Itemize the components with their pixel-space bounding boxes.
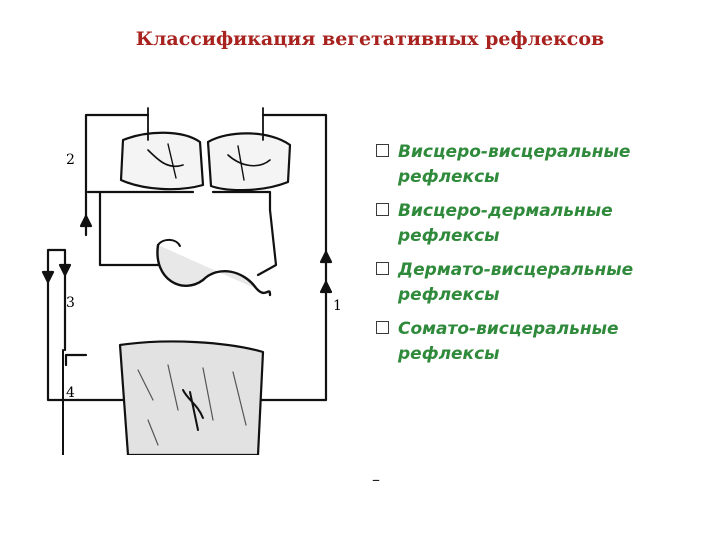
spinal-cord-left <box>121 133 203 189</box>
bullet-checkbox-icon <box>376 321 389 334</box>
list-item-label: Сомато-висцеральные рефлексы <box>398 319 618 364</box>
bullet-checkbox-icon <box>376 203 389 216</box>
reflex-arc-diagram: 2 3 4 1 <box>8 100 353 455</box>
list-item-label: Висцеро-дермальные рефлексы <box>398 201 613 246</box>
slide-title: Классификация вегетативных рефлексов <box>0 28 720 50</box>
list-item: Висцеро-висцеральные рефлексы <box>372 140 712 190</box>
list-item: Висцеро-дермальные рефлексы <box>372 199 712 249</box>
arrow-up-right <box>321 252 331 262</box>
list-item-label: Дермато-висцеральные рефлексы <box>398 260 633 305</box>
figure-label-2: 2 <box>66 152 75 168</box>
arrow-down-2 <box>60 265 70 275</box>
figure-label-1: 1 <box>333 298 342 314</box>
list-item: Дермато-висцеральные рефлексы <box>372 258 712 308</box>
spinal-cord-right <box>208 133 290 190</box>
figure-label-3: 3 <box>66 295 75 311</box>
footer-dash: – <box>372 470 380 489</box>
arrow-up-right-2 <box>321 282 331 292</box>
reflex-arc-drawing <box>8 100 353 455</box>
list-item: Сомато-висцеральные рефлексы <box>372 317 712 367</box>
bullet-checkbox-icon <box>376 262 389 275</box>
figure-label-4: 4 <box>66 385 75 401</box>
intestine <box>157 245 270 295</box>
bullet-checkbox-icon <box>376 144 389 157</box>
inner-loop-left <box>100 192 158 265</box>
list-item-label: Висцеро-висцеральные рефлексы <box>398 142 630 187</box>
reflex-types-list: Висцеро-висцеральные рефлексы Висцеро-де… <box>372 140 712 376</box>
arrow-down <box>43 272 53 282</box>
arrow-up <box>81 216 91 226</box>
